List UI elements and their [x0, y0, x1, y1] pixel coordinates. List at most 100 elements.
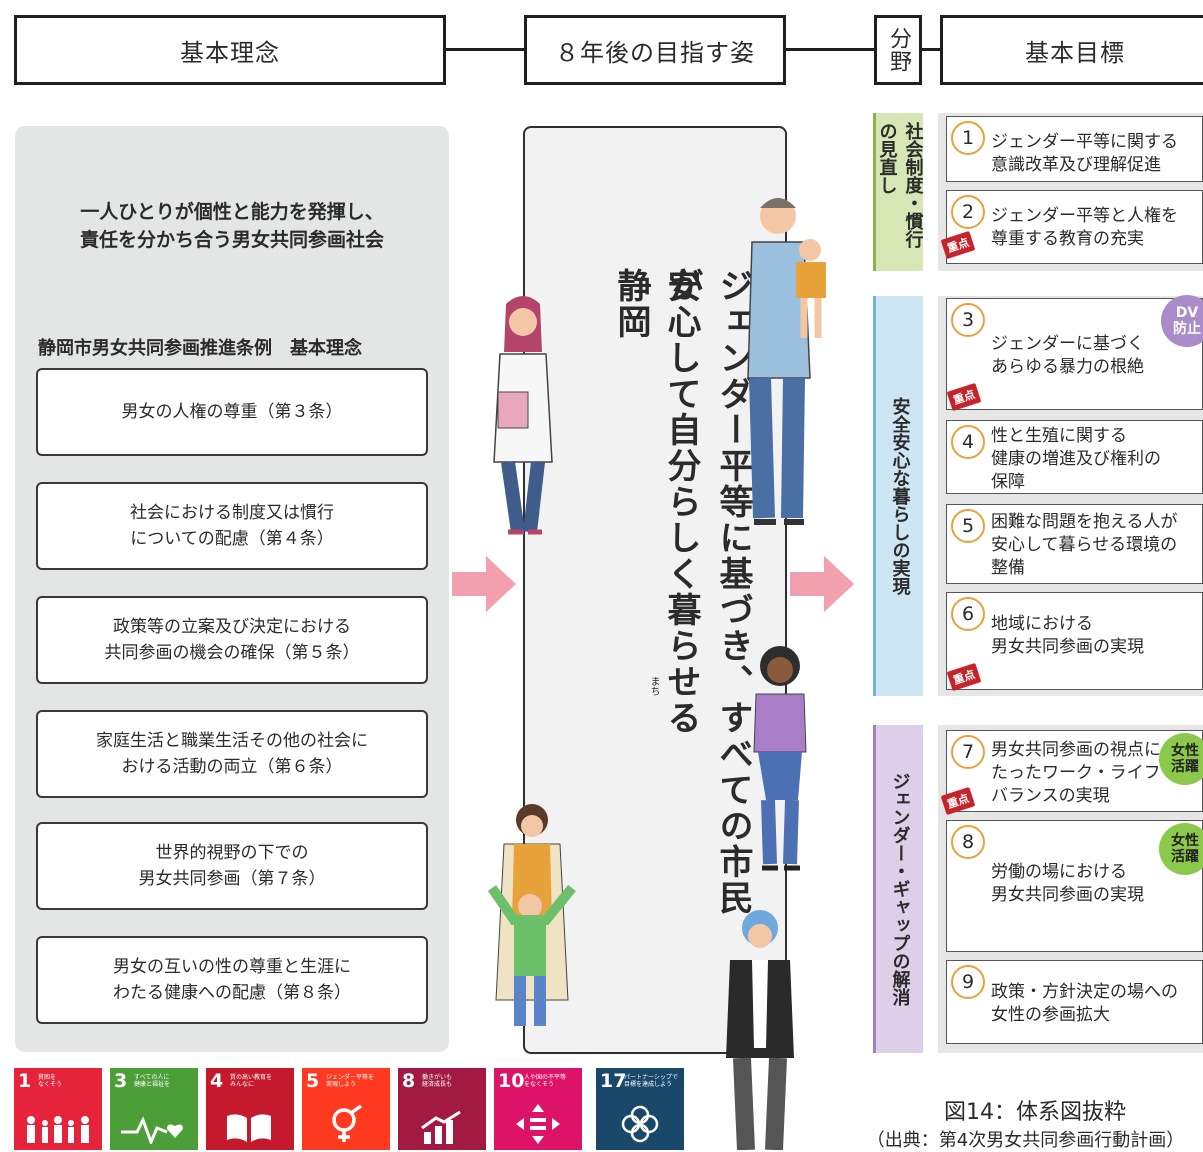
- sdg-label: 質の高い教育を みんなに: [230, 1074, 273, 1088]
- field-safety: 安全安心な暮らしの実現: [873, 296, 923, 696]
- goal-number: 6: [951, 597, 985, 631]
- principle-text: 社会における制度又は慣行 についての配慮（第４条）: [130, 503, 334, 549]
- connector-line: [446, 48, 524, 51]
- growth-icon: [421, 1110, 461, 1144]
- flower-icon: [621, 1105, 659, 1143]
- header-philosophy-label: 基本理念: [180, 38, 280, 67]
- header-vision: ８年後の目指す姿: [524, 15, 786, 85]
- goal-item: 6 地域における 男女共同参画の実現 重点: [946, 592, 1203, 692]
- header-vision-label: ８年後の目指す姿: [555, 38, 755, 67]
- sdg-number: 1: [18, 1070, 32, 1092]
- goal-number: 7: [951, 735, 985, 769]
- goal-item: 4 性と生殖に関する 健康の増進及び権利の 保障: [946, 420, 1203, 494]
- connector-line: [786, 48, 874, 51]
- principle-text: 政策等の立案及び決定における 共同参画の機会の確保（第５条）: [104, 617, 360, 663]
- goal-item: 9 政策・方針決定の場への 女性の参画拡大: [946, 960, 1203, 1044]
- principle-box: 世界的視野の下での 男女共同参画（第７条）: [36, 822, 428, 910]
- principle-box: 社会における制度又は慣行 についての配慮（第４条）: [36, 482, 428, 570]
- figure-source: （出典：第4次男女共同参画行動計画）: [866, 1130, 1185, 1151]
- sdg-label: ジェンダー平等を 実現しよう: [326, 1074, 375, 1088]
- field-social-system: 社会制度・慣行の見直し: [873, 113, 924, 271]
- goal-text: 男女共同参画の視点に たったワーク・ライフ・ バランスの実現: [991, 740, 1178, 806]
- goal-number: 8: [951, 825, 985, 859]
- sdg-tile-3: 3 すべての人に 健康と福祉を: [110, 1068, 198, 1150]
- sdg-tile-4: 4 質の高い教育を みんなに: [206, 1068, 294, 1150]
- goal-text: ジェンダー平等に関する 意識改革及び理解促進: [991, 132, 1178, 175]
- goal-number: 3: [951, 303, 985, 337]
- ordinance-title: 静岡市男女共同参画推進条例 基本理念: [38, 338, 362, 359]
- vision-ruby: まち: [648, 676, 659, 696]
- dv-badge: DV 防止: [1161, 295, 1203, 347]
- sdg-number: 4: [210, 1070, 224, 1092]
- field-label: 社会制度・慣行の見直し: [876, 122, 924, 248]
- equality-icon: [516, 1104, 560, 1144]
- sdg-number: 5: [306, 1070, 320, 1092]
- priority-badge: 重点: [940, 230, 976, 260]
- goal-text: 性と生殖に関する 健康の増進及び権利の 保障: [991, 426, 1161, 492]
- sdg-number: 8: [402, 1070, 416, 1092]
- field-label: 安全安心な暮らしの実現: [889, 397, 911, 595]
- arrow-right-icon: [452, 556, 516, 612]
- sdg-label: パートナーシップで 目標を達成しよう: [624, 1074, 678, 1088]
- doctor-illustration: [493, 296, 553, 535]
- priority-badge: 重点: [946, 382, 982, 412]
- header-field-label: 分野: [886, 27, 911, 73]
- mother-child-illustration: [487, 804, 576, 1026]
- header-goals: 基本目標: [940, 15, 1203, 85]
- goal-item: 2 ジェンダー平等と人権を 尊重する教育の充実 重点: [940, 190, 1203, 264]
- people-icon: [27, 1116, 89, 1143]
- goal-item: 5 困難な問題を抱える人が 安心して暮らせる環境の 整備: [946, 504, 1203, 584]
- sdg-tile-8: 8 働きがいも 経済成長も: [398, 1068, 486, 1150]
- woman-illustration: [753, 646, 807, 871]
- goal-item: 3 ジェンダーに基づく あらゆる暴力の根絶 重点 DV 防止: [946, 295, 1203, 412]
- goal-item: 1 ジェンダー平等に関する 意識改革及び理解促進: [946, 116, 1203, 182]
- sdg-label: 貧困を なくそう: [38, 1074, 63, 1088]
- goal-item: 7 男女共同参画の視点に たったワーク・ライフ・ バランスの実現 重点 女性 活…: [940, 730, 1203, 816]
- priority-badge: 重点: [946, 662, 982, 692]
- sdg-number: 3: [114, 1070, 128, 1092]
- priority-badge: 重点: [940, 786, 976, 816]
- goal-number: 1: [951, 121, 985, 155]
- heartbeat-icon: [121, 1116, 183, 1144]
- header-goals-label: 基本目標: [1025, 38, 1125, 67]
- principle-box: 男女の互いの性の尊重と生涯に わたる健康への配慮（第８条）: [36, 936, 428, 1024]
- goal-number: 9: [951, 965, 985, 999]
- principle-text: 家庭生活と職業生活その他の社会に おける活動の両立（第６条）: [96, 731, 368, 777]
- principle-box: 男女の人権の尊重（第３条）: [36, 368, 428, 456]
- philosophy-panel: [15, 126, 449, 1052]
- society-statement: 一人ひとりが個性と能力を発揮し、 責任を分かち合う男女共同参画社会: [79, 201, 384, 251]
- goal-number: 2: [951, 195, 985, 229]
- vision-line-1: ジェンダー平等に基づき、すべての市民が: [663, 268, 753, 916]
- goal-text: 政策・方針決定の場への 女性の参画拡大: [991, 982, 1178, 1025]
- header-philosophy: 基本理念: [14, 15, 446, 85]
- principle-box: 政策等の立案及び決定における 共同参画の機会の確保（第５条）: [36, 596, 428, 684]
- header-field: 分野: [874, 15, 922, 85]
- sdg-label: すべての人に 健康と福祉を: [134, 1074, 171, 1088]
- goal-text: ジェンダーに基づく あらゆる暴力の根絶: [991, 334, 1144, 377]
- connector-line: [922, 48, 940, 51]
- principle-text: 男女の人権の尊重（第３条）: [121, 402, 343, 422]
- arrow-right-icon: [790, 556, 854, 612]
- sdg-tile-10: 10 人や国の不平等 をなくそう: [494, 1068, 582, 1150]
- principle-box: 家庭生活と職業生活その他の社会に おける活動の両立（第６条）: [36, 710, 428, 798]
- goal-text: ジェンダー平等と人権を 尊重する教育の充実: [991, 206, 1178, 249]
- man-illustration: [726, 910, 794, 1150]
- goal-text: 困難な問題を抱える人が 安心して暮らせる環境の 整備: [991, 512, 1178, 578]
- women-activity-badge: 女性 活躍: [1159, 733, 1203, 785]
- sdg-tile-17: 17 パートナーシップで 目標を達成しよう: [596, 1068, 684, 1150]
- sdg-number: 10: [498, 1070, 525, 1092]
- field-gender-gap: ジェンダー・ギャップの解消: [873, 725, 923, 1053]
- vision-line-2: 安心して自分らしく暮らせる静岡: [611, 268, 701, 736]
- figure-caption: 図14：体系図抜粋: [944, 1100, 1126, 1125]
- sdg-tile-5: 5 ジェンダー平等を 実現しよう: [302, 1068, 390, 1150]
- field-label: ジェンダー・ギャップの解消: [889, 772, 911, 1006]
- sdg-label: 働きがいも 経済成長も: [422, 1074, 453, 1088]
- gender-icon: [332, 1104, 363, 1142]
- sdg-tile-1: 1 貧困を なくそう: [14, 1068, 102, 1150]
- principle-text: 男女の互いの性の尊重と生涯に わたる健康への配慮（第８条）: [113, 957, 351, 1003]
- book-icon: [227, 1114, 271, 1142]
- women-activity-badge: 女性 活躍: [1159, 823, 1203, 875]
- goal-text: 地域における 男女共同参画の実現: [991, 614, 1144, 657]
- goal-number: 5: [951, 509, 985, 543]
- sdg-label: 人や国の不平等 をなくそう: [524, 1074, 567, 1088]
